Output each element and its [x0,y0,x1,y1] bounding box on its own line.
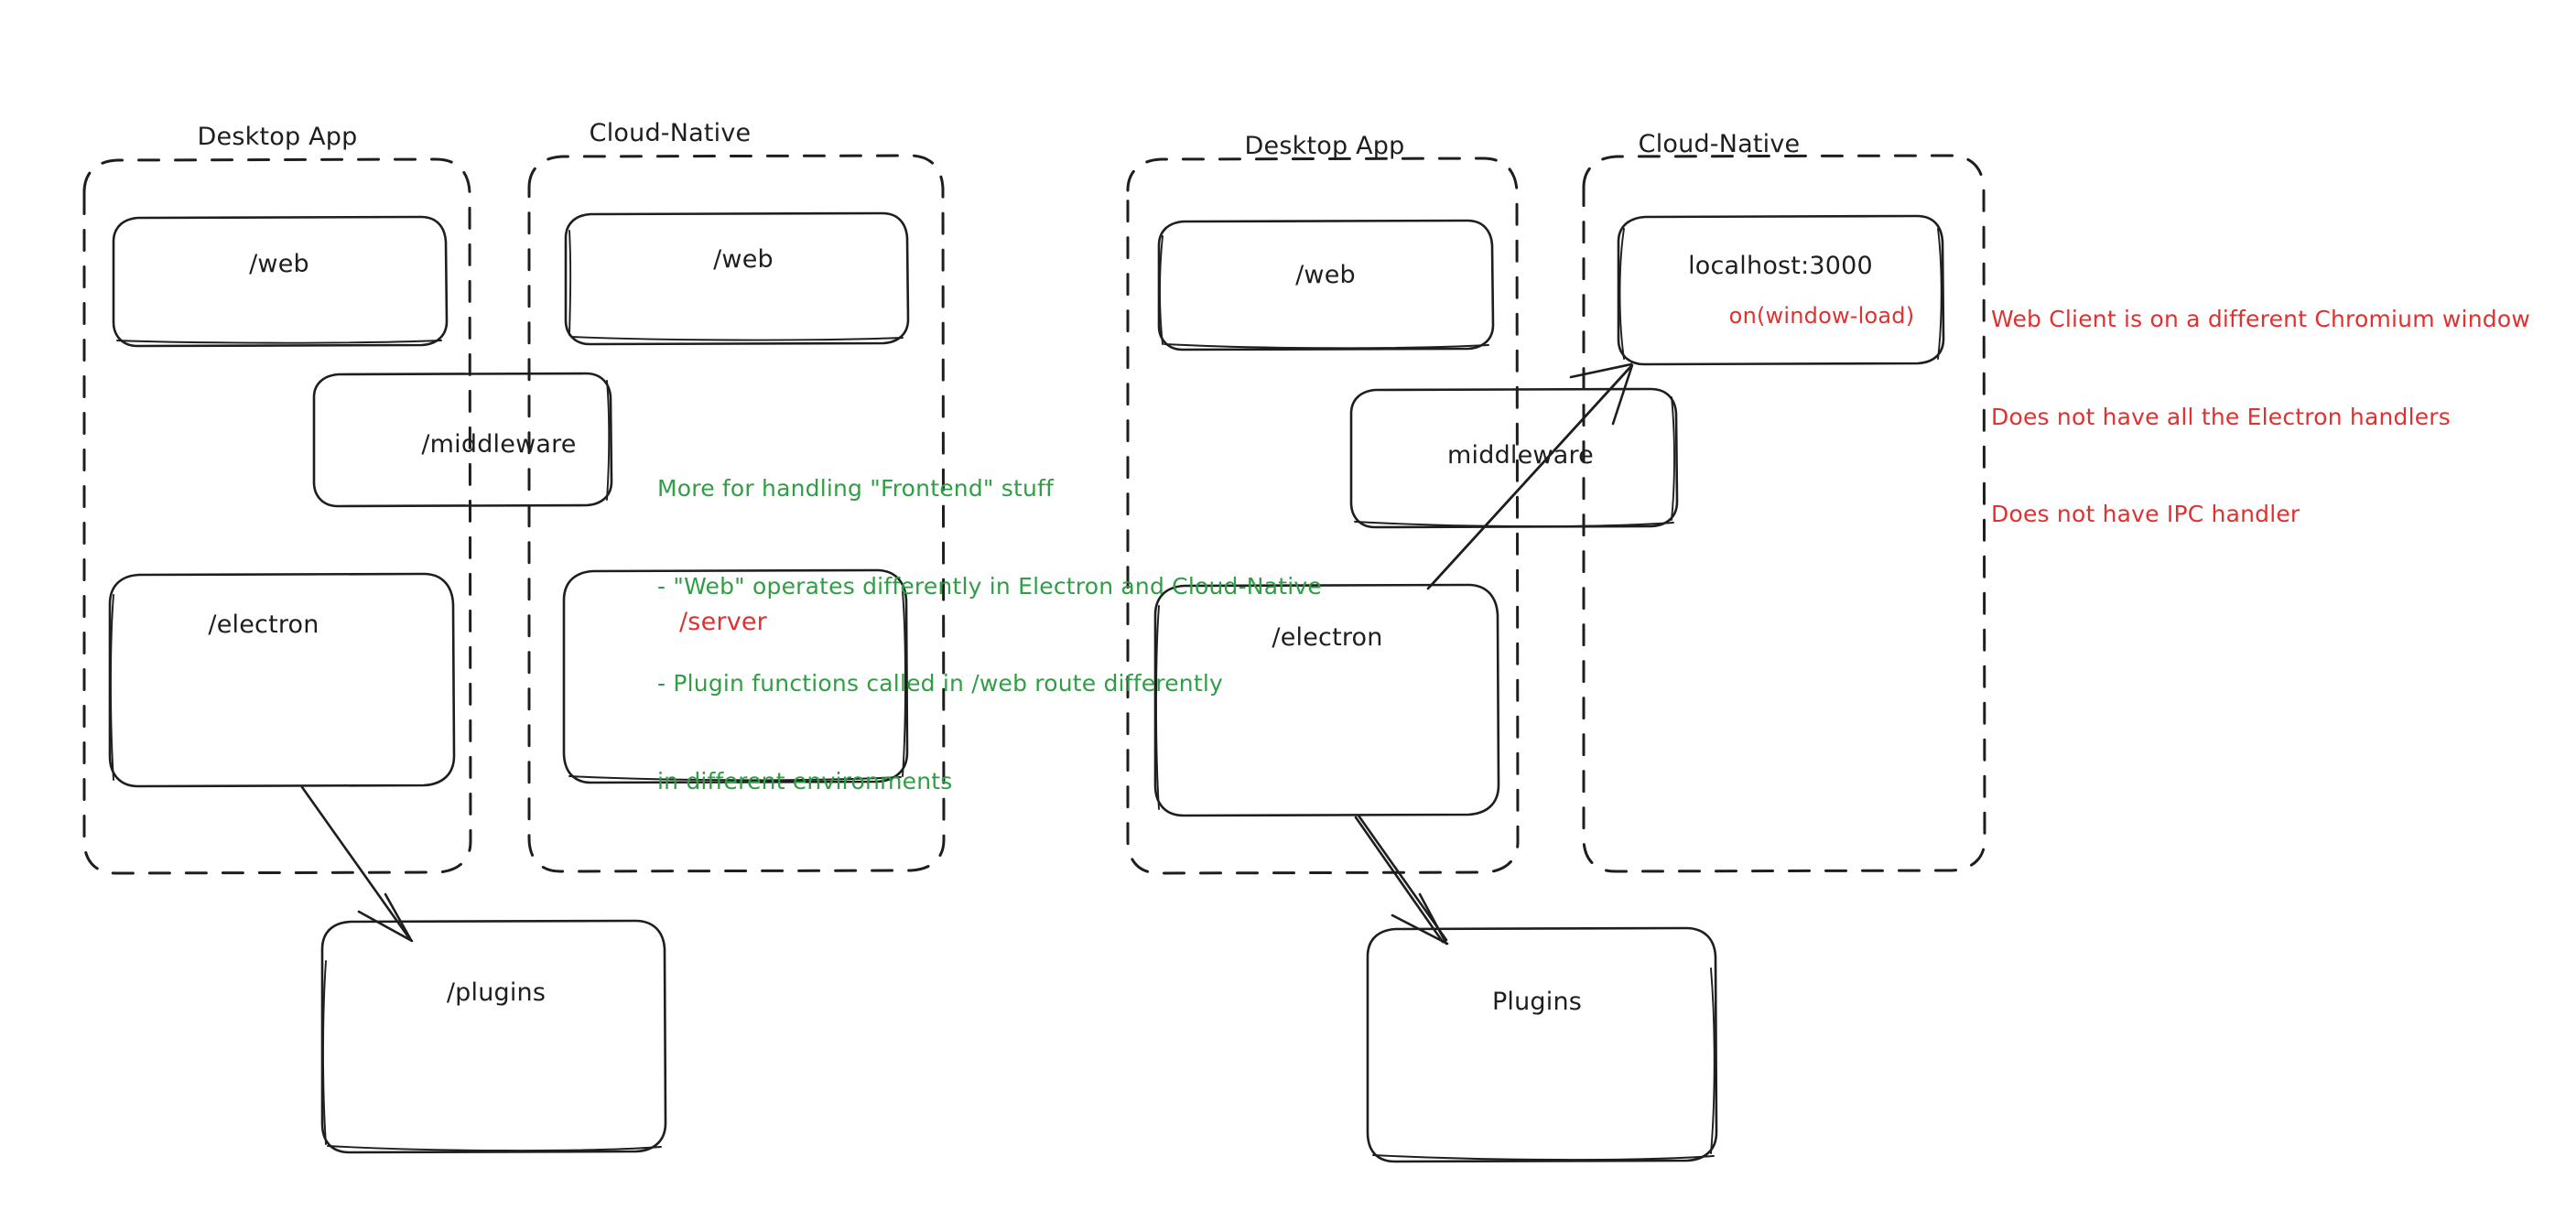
node-label-right-middleware: middleware [1447,441,1594,470]
annotation-left-green-line-1: More for handling "Frontend" stuff [657,475,1055,502]
annotation-left-green-line-4: in different environments [657,767,953,794]
node-left-server [562,568,909,784]
node-right-middleware [1349,387,1679,529]
group-title-left-desktop-app: Desktop App [197,123,358,151]
annotation-right-red-line-2: Does not have all the Electron handlers [1991,403,2452,430]
group-title-right-cloud-native: Cloud-Native [1638,130,1801,158]
annotation-left-green: More for handling "Frontend" stuff - "We… [657,407,1322,830]
node-label-left-electron: /electron [208,611,319,639]
node-label-left-plugins: /plugins [446,978,547,1007]
annotation-left-green-line-2: - "Web" operates differently in Electron… [657,572,1322,600]
annotation-right-red-line-3: Does not have IPC handler [1991,501,2300,527]
node-left-electron [108,572,456,788]
annotation-left-green-line-3: - Plugin functions called in /web route … [657,670,1223,697]
node-right-plugins [1366,926,1718,1163]
node-label-left-middleware: /middleware [421,430,577,459]
node-left-desktop-web [112,215,449,348]
group-title-right-desktop-app: Desktop App [1244,132,1405,160]
arrow-right-electron-to-plugins [1354,814,1449,946]
group-left-cloud-native [527,154,946,873]
node-label-left-cloud-web: /web [713,245,774,274]
annotation-right-red-line-1: Web Client is on a different Chromium wi… [1991,306,2530,332]
node-left-cloud-web [564,211,910,346]
node-label-right-localhost: localhost:3000 [1688,252,1873,280]
group-right-cloud-native [1582,154,1986,873]
arrow-right-electron-to-localhost [1426,362,1634,590]
group-right-desktop-app [1126,157,1520,875]
node-label-right-electron: /electron [1272,623,1383,652]
node-label-right-web: /web [1295,261,1356,289]
node-label-left-server: /server [679,608,767,636]
node-left-middleware [312,372,613,508]
node-right-localhost [1617,214,1945,366]
arrow-left-electron-to-plugins [300,785,414,943]
group-title-left-cloud-native: Cloud-Native [589,119,752,147]
group-left-desktop-app [82,157,472,875]
node-right-electron [1153,583,1500,817]
annotation-right-red: Web Client is on a different Chromium wi… [1991,238,2530,563]
node-right-web [1157,219,1495,351]
node-sublabel-right-localhost-on-window-load: on(window-load) [1728,303,1915,329]
node-left-plugins [320,919,667,1154]
node-label-right-plugins: Plugins [1491,988,1583,1016]
node-label-left-desktop-web: /web [249,250,309,278]
